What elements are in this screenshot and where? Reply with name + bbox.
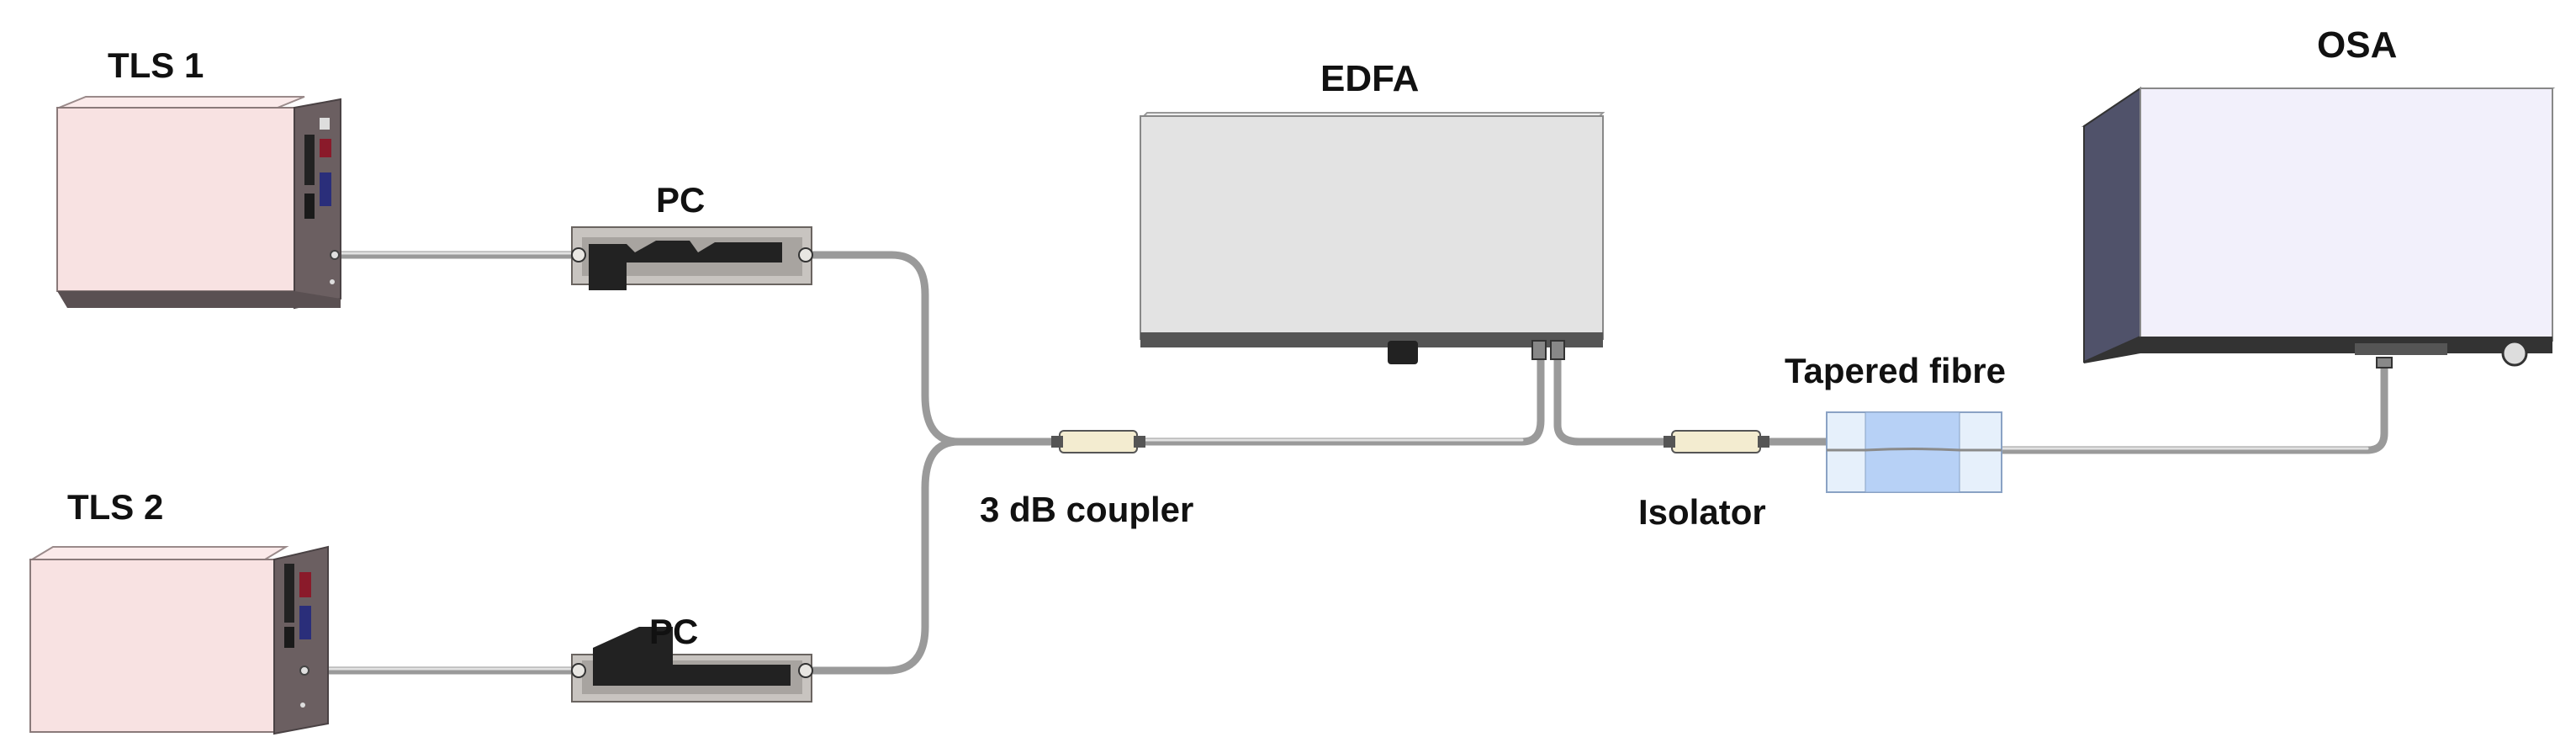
fibre-taper-to-osa — [1997, 358, 2388, 454]
pc-top-device — [571, 226, 813, 290]
tls2-label: TLS 2 — [67, 487, 163, 527]
tapered-fibre-label: Tapered fibre — [1785, 351, 2006, 390]
pc-bottom-device — [571, 627, 813, 703]
tls1-device — [56, 96, 341, 310]
tls1-front-face — [56, 107, 295, 292]
fibre-connections — [300, 251, 2388, 675]
osa-side-panel — [2083, 87, 2141, 363]
fibre-coupler-to-edfa — [1131, 353, 1545, 446]
edfa-front-face — [1140, 115, 1604, 340]
tls2-front-face — [29, 559, 275, 733]
tapered-region — [1865, 411, 1960, 493]
osa-device — [2081, 87, 2556, 369]
isolator-label: Isolator — [1638, 492, 1766, 532]
tls1-side-panel — [294, 98, 341, 310]
isolator-device — [1664, 430, 1769, 453]
tls1-output-port — [330, 250, 340, 260]
edfa-label: EDFA — [1320, 58, 1419, 99]
osa-front-face — [2140, 87, 2553, 342]
tls2-output-port — [299, 666, 309, 676]
tls1-label: TLS 1 — [108, 45, 204, 85]
coupler-device — [1051, 430, 1145, 453]
fibre-pc-bottom-to-coupler — [803, 437, 963, 675]
fibre-pc-top-to-coupler — [803, 251, 1072, 446]
coupler-label: 3 dB coupler — [980, 490, 1193, 529]
tls2-device — [29, 545, 329, 735]
osa-label: OSA — [2317, 24, 2397, 66]
tapered-fibre-device — [1826, 411, 2002, 493]
pc-top-label: PC — [656, 180, 705, 220]
fibre-edfa-to-isolator — [1553, 353, 1678, 446]
pc-bottom-label: PC — [649, 612, 698, 651]
tls1-top-face — [58, 96, 305, 109]
edfa-device — [1140, 112, 1605, 364]
